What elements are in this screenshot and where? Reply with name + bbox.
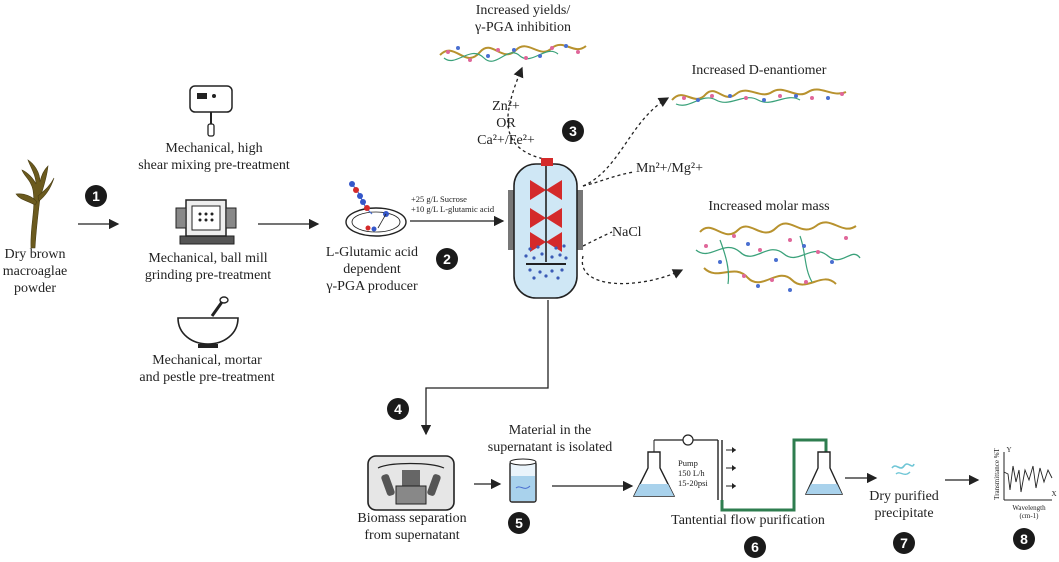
- mortar-label: Mechanical, mortar and pestle pre-treatm…: [139, 353, 275, 385]
- isolated-label: Material in the supernatant is isolated: [487, 423, 613, 455]
- molar-mass-label: Increased molar mass: [708, 199, 830, 214]
- producer-label: L-Glutamic acid dependent γ-PGA producer: [325, 245, 419, 294]
- step-3-badge: 3: [562, 120, 584, 142]
- ion-mn-label: Mn²+/Mg²+: [636, 161, 703, 176]
- ion-zn-label: Zn²+ OR Ca²+/Fe²+: [477, 99, 535, 148]
- step-1-badge: 1: [85, 185, 107, 207]
- ftir-x-label: Wavelength (cm-1): [1012, 504, 1046, 520]
- step-8-badge: 8: [1013, 528, 1035, 550]
- ftir-y-axis: Y: [1006, 446, 1012, 454]
- tff-label: Tantential flow purification: [671, 513, 825, 528]
- biomass-label: Biomass separation from supernatant: [357, 511, 467, 543]
- step-7-badge: 7: [893, 532, 915, 554]
- step-2-badge: 2: [436, 248, 458, 270]
- arrow-4: [420, 300, 549, 436]
- yields-label: Increased yields/ γ-PGA inhibition: [474, 3, 572, 35]
- ball-mill-label: Mechanical, ball mill grinding pre-treat…: [144, 251, 272, 283]
- feed-label: +25 g/L Sucrose +10 g/L L-glutamic acid: [411, 194, 495, 214]
- strand-d-enantiomer: [671, 88, 847, 106]
- pump-label: Pump 150 L/h 15-20psi: [678, 458, 708, 488]
- strand-molar-mass: [695, 221, 861, 286]
- high-shear-label: Mechanical, high shear mixing pre-treatm…: [138, 141, 290, 173]
- step-6-badge: 6: [744, 536, 766, 558]
- dry-brown-label: Dry brown macroaglae powder: [2, 247, 68, 296]
- dotted-arrow-d: [582, 97, 670, 187]
- dotted-arrow-yields: [507, 66, 549, 161]
- dotted-arrow-mn: [582, 171, 635, 187]
- ftir-y-label: Transmittance %T: [993, 448, 1001, 500]
- dry-precipitate-label: Dry purified precipitate: [869, 489, 939, 521]
- d-enantiomer-label: Increased D-enantiomer: [691, 63, 827, 78]
- step-4-badge: 4: [387, 398, 409, 420]
- ftir-x-axis: X: [1051, 490, 1057, 498]
- ion-nacl-label: NaCl: [612, 225, 642, 240]
- step-5-badge: 5: [508, 512, 530, 534]
- dotted-line-nacl: [582, 231, 613, 247]
